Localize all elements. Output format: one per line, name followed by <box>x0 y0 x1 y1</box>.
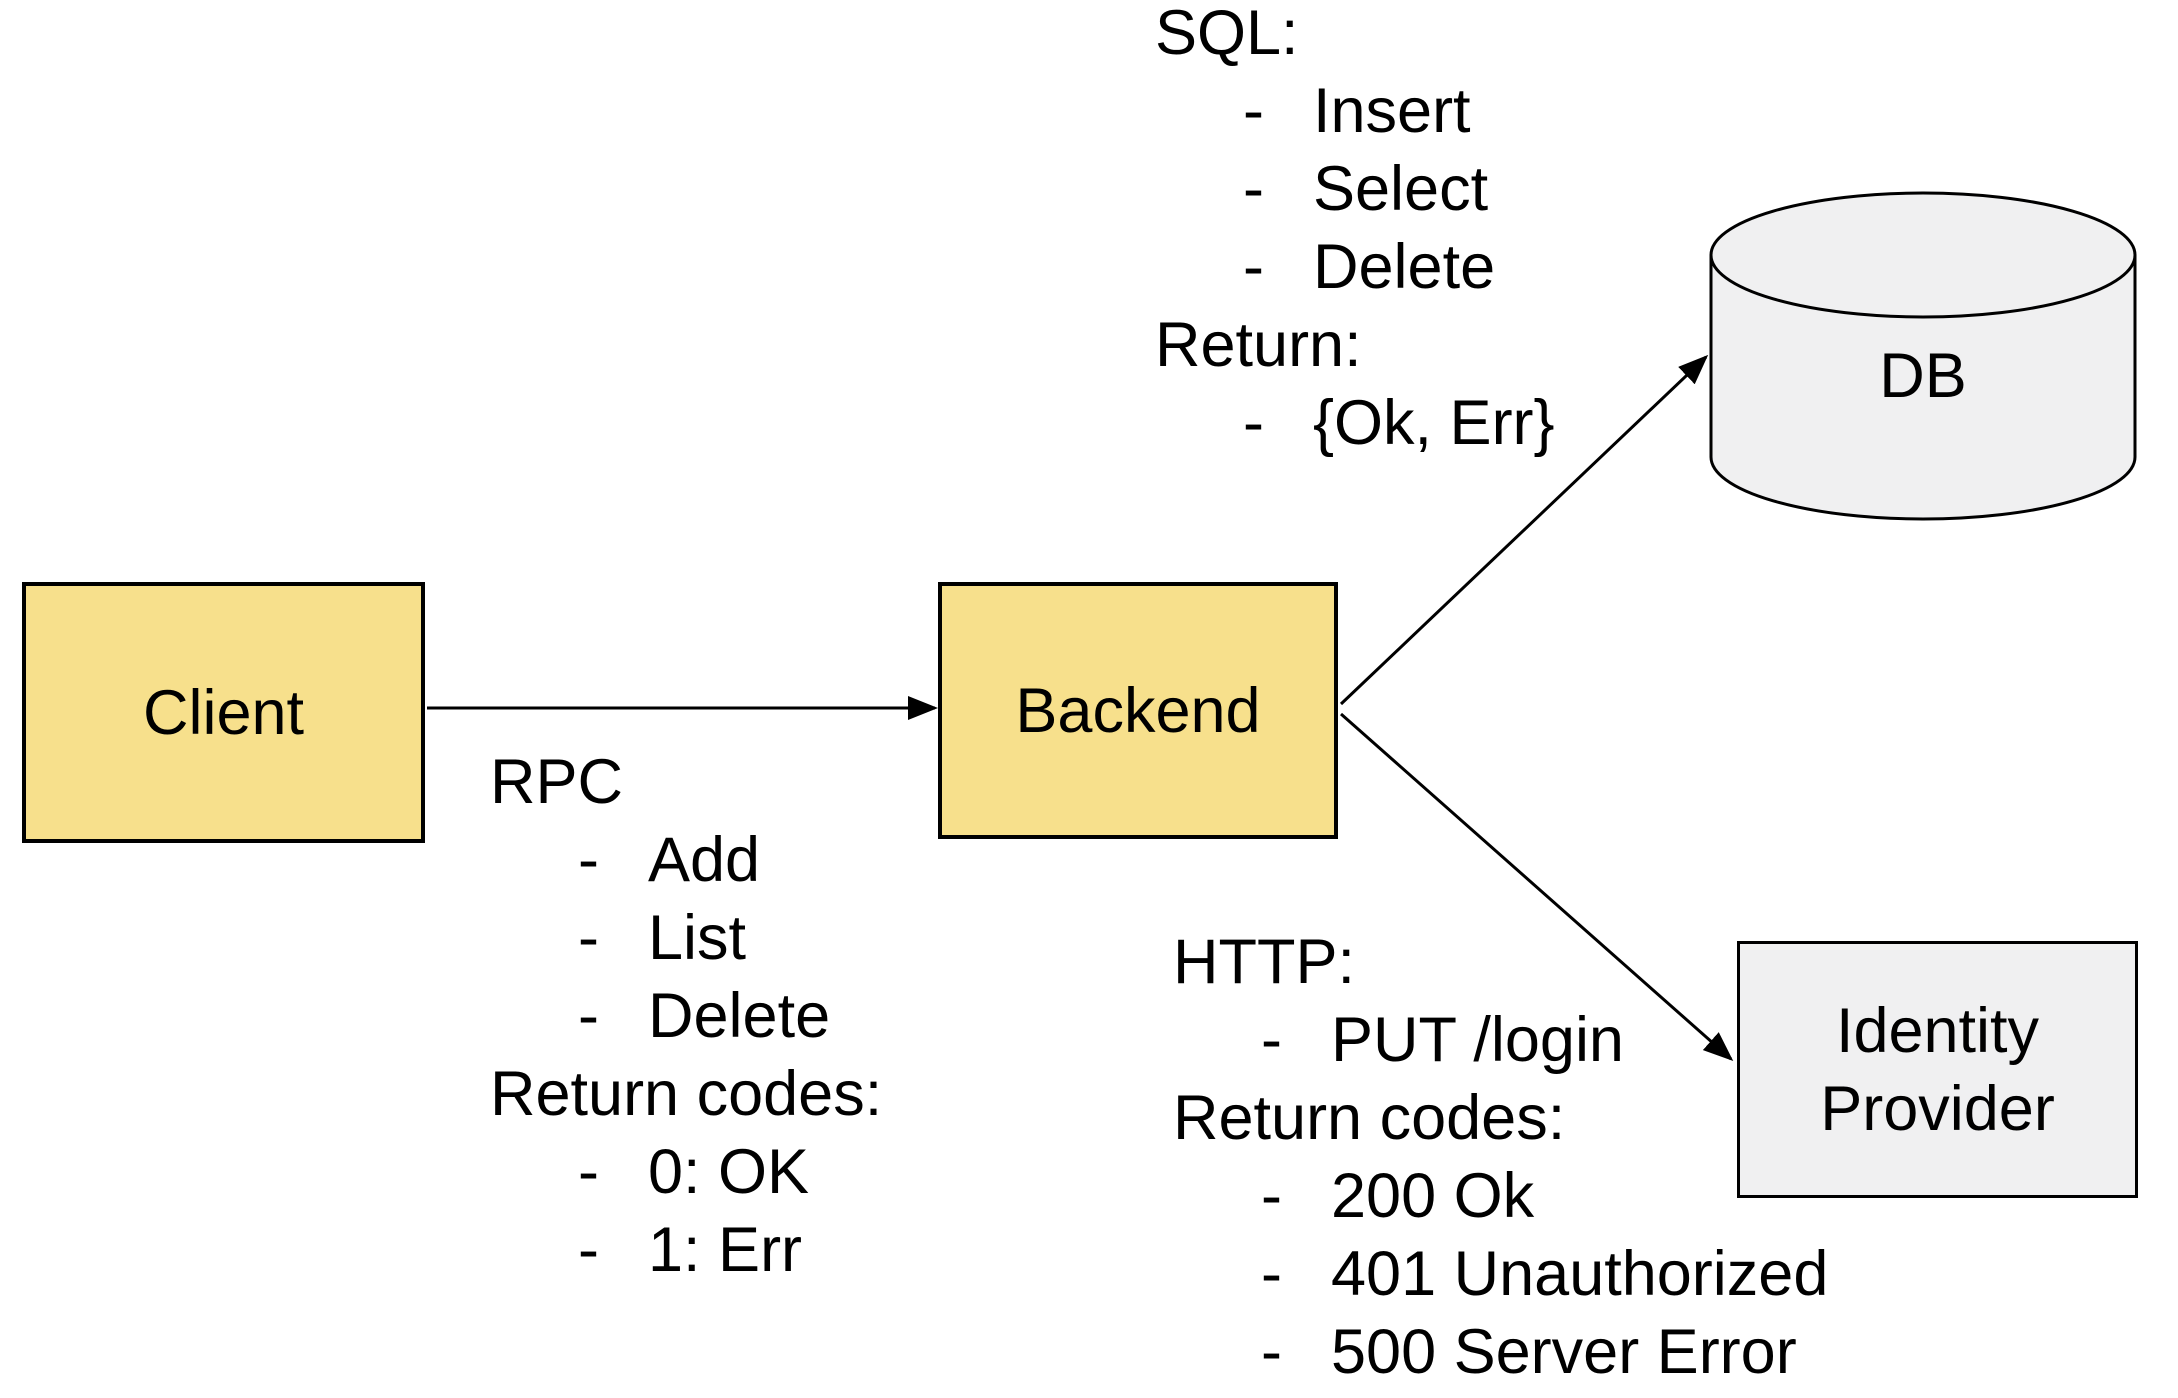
arrow-backend-to-db <box>1339 354 1709 706</box>
node-identity-provider: Identity Provider <box>1737 941 2138 1198</box>
bullet-dash: - <box>1243 76 1264 146</box>
rpc-item: -Delete <box>490 977 882 1055</box>
sql-title: SQL: <box>1155 0 1299 68</box>
sql-annotation: SQL: -Insert -Select -Delete Return: -{O… <box>1155 0 1555 462</box>
bullet-dash: - <box>1243 154 1264 224</box>
bullet-dash: - <box>578 1215 599 1285</box>
bullet-dash: - <box>578 825 599 895</box>
http-title: HTTP: <box>1173 927 1355 997</box>
bullet-dash: - <box>578 981 599 1051</box>
http-item: -PUT /login <box>1173 1001 1828 1079</box>
rpc-title: RPC <box>490 747 624 817</box>
http-return-item: -401 Unauthorized <box>1173 1235 1828 1313</box>
node-identity-provider-label: Identity Provider <box>1820 995 2055 1144</box>
bullet-dash: - <box>1261 1161 1282 1231</box>
rpc-item: -Add <box>490 821 882 899</box>
sql-return-title: Return: <box>1155 310 1362 380</box>
bullet-dash: - <box>1261 1005 1282 1075</box>
arrow-backend-to-identity-provider <box>1340 712 1734 1061</box>
rpc-annotation: RPC -Add -List -Delete Return codes: -0:… <box>490 743 882 1289</box>
http-return-item: -200 Ok <box>1173 1157 1828 1235</box>
bullet-dash: - <box>1261 1317 1282 1387</box>
bullet-dash: - <box>1243 232 1264 302</box>
node-backend: Backend <box>938 582 1338 839</box>
rpc-item: -List <box>490 899 882 977</box>
http-return-title: Return codes: <box>1173 1083 1566 1153</box>
rpc-return-item: -1: Err <box>490 1211 882 1289</box>
rpc-return-title: Return codes: <box>490 1059 883 1129</box>
db-cylinder-icon <box>1709 191 2137 521</box>
db-cylinder-top <box>1709 191 2137 319</box>
bullet-dash: - <box>1243 388 1264 458</box>
node-client: Client <box>22 582 425 843</box>
rpc-return-item: -0: OK <box>490 1133 882 1211</box>
db-cylinder-body <box>1709 255 2137 521</box>
node-db-label: DB <box>1879 341 1967 411</box>
node-db: DB <box>1709 191 2137 521</box>
node-client-label: Client <box>142 677 305 748</box>
http-annotation: HTTP: -PUT /login Return codes: -200 Ok … <box>1173 923 1828 1391</box>
bullet-dash: - <box>578 903 599 973</box>
sql-item: -Insert <box>1155 72 1555 150</box>
sql-item: -Delete <box>1155 228 1555 306</box>
bullet-dash: - <box>578 1137 599 1207</box>
http-return-item: -500 Server Error <box>1173 1313 1828 1391</box>
sql-item: -Select <box>1155 150 1555 228</box>
sql-return-item: -{Ok, Err} <box>1155 384 1555 462</box>
node-backend-label: Backend <box>1015 675 1261 746</box>
bullet-dash: - <box>1261 1239 1282 1309</box>
